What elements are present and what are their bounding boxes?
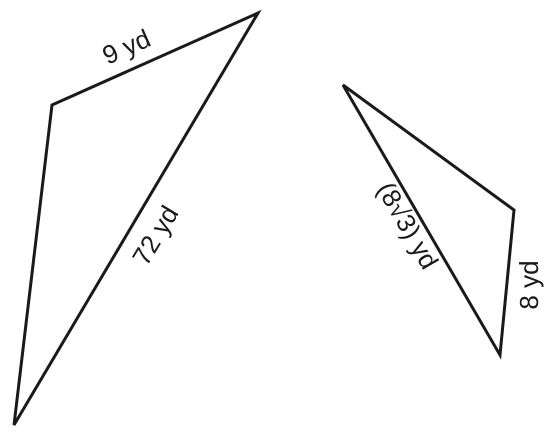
triangle-1-diagonal-side-label: 72 yd	[126, 200, 184, 270]
triangle-2-outline	[341, 83, 516, 360]
triangle-2: (8√3) yd 8 yd	[341, 83, 544, 360]
triangle-2-diagonal-side-label: (8√3) yd	[371, 177, 445, 274]
triangle-2-right-side-label: 8 yd	[514, 260, 544, 309]
triangle-1-outline	[12, 9, 262, 426]
triangle-1: 9 yd 72 yd	[12, 9, 262, 426]
